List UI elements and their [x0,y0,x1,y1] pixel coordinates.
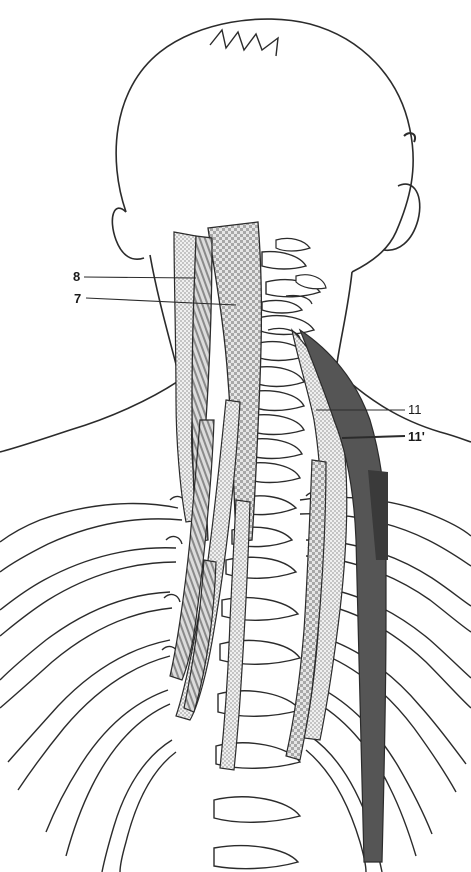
label-11-prime: 11' [408,430,425,443]
label-11: 11 [408,403,422,416]
head-outline [112,19,419,272]
label-7: 7 [74,292,81,305]
ribs-left [0,504,182,872]
label-8: 8 [73,270,80,283]
